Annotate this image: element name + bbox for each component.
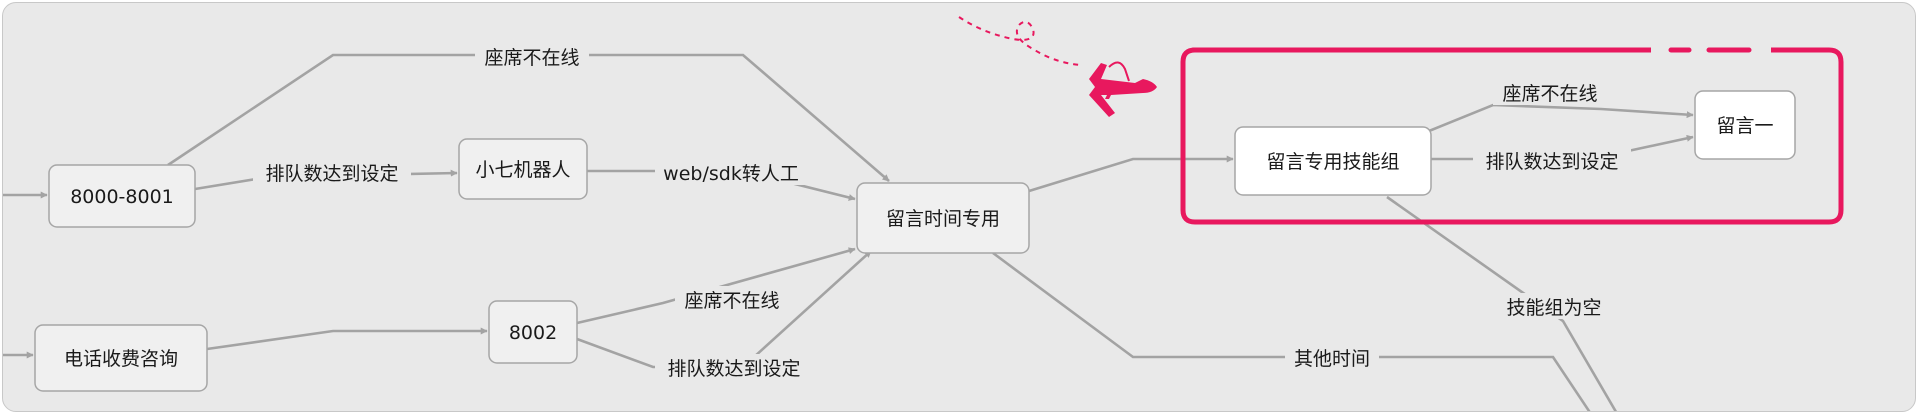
edge-label-web: web/sdk转人工: [663, 163, 799, 185]
node-message-one[interactable]: 留言一: [1694, 90, 1796, 160]
edge-label-other-time: 其他时间: [1294, 348, 1370, 370]
node-phone-consult[interactable]: 电话收费咨询: [34, 324, 208, 392]
node-label: 8002: [509, 322, 557, 344]
airplane-icon: [958, 16, 1157, 117]
node-label: 留言专用技能组: [1266, 151, 1399, 173]
node-skill-group[interactable]: 留言专用技能组: [1234, 126, 1432, 196]
highlight-frame: [1180, 47, 1844, 225]
node-label: 8000-8001: [70, 186, 174, 208]
edge-label-offline2: 座席不在线: [684, 290, 779, 312]
edge-labels: 座席不在线 排队数达到设定 web/sdk转人工 座席不在线 排队数达到设定 其…: [253, 43, 1631, 380]
node-8002[interactable]: 8002: [488, 300, 578, 364]
edge-label-queue2: 排队数达到设定: [667, 358, 800, 380]
node-label: 小七机器人: [475, 159, 570, 181]
edge-label-empty: 技能组为空: [1506, 297, 1601, 319]
flow-diagram: 座席不在线 排队数达到设定 web/sdk转人工 座席不在线 排队数达到设定 其…: [3, 16, 1844, 411]
node-time-only[interactable]: 留言时间专用: [856, 182, 1030, 254]
edge-label-queue1: 排队数达到设定: [265, 163, 398, 185]
edge-label-top-offline: 座席不在线: [484, 47, 579, 69]
edge-time-skillgroup: [1028, 155, 1234, 193]
node-label: 留言时间专用: [886, 208, 1000, 230]
node-robot[interactable]: 小七机器人: [458, 138, 588, 200]
edge-empty: [1386, 195, 1618, 411]
edges: [3, 53, 1694, 411]
node-8000-8001[interactable]: 8000-8001: [48, 164, 196, 228]
edge-other-time: [992, 251, 1591, 411]
edge-label-hl-offline: 座席不在线: [1502, 83, 1597, 105]
edge-hl-offline: [1428, 103, 1694, 133]
node-label: 留言一: [1716, 115, 1773, 137]
edge-8002-offline: [576, 247, 856, 325]
node-label: 电话收费咨询: [64, 348, 178, 370]
edge-label-hl-queue: 排队数达到设定: [1485, 151, 1618, 173]
edge-consult-8002: [206, 327, 488, 351]
